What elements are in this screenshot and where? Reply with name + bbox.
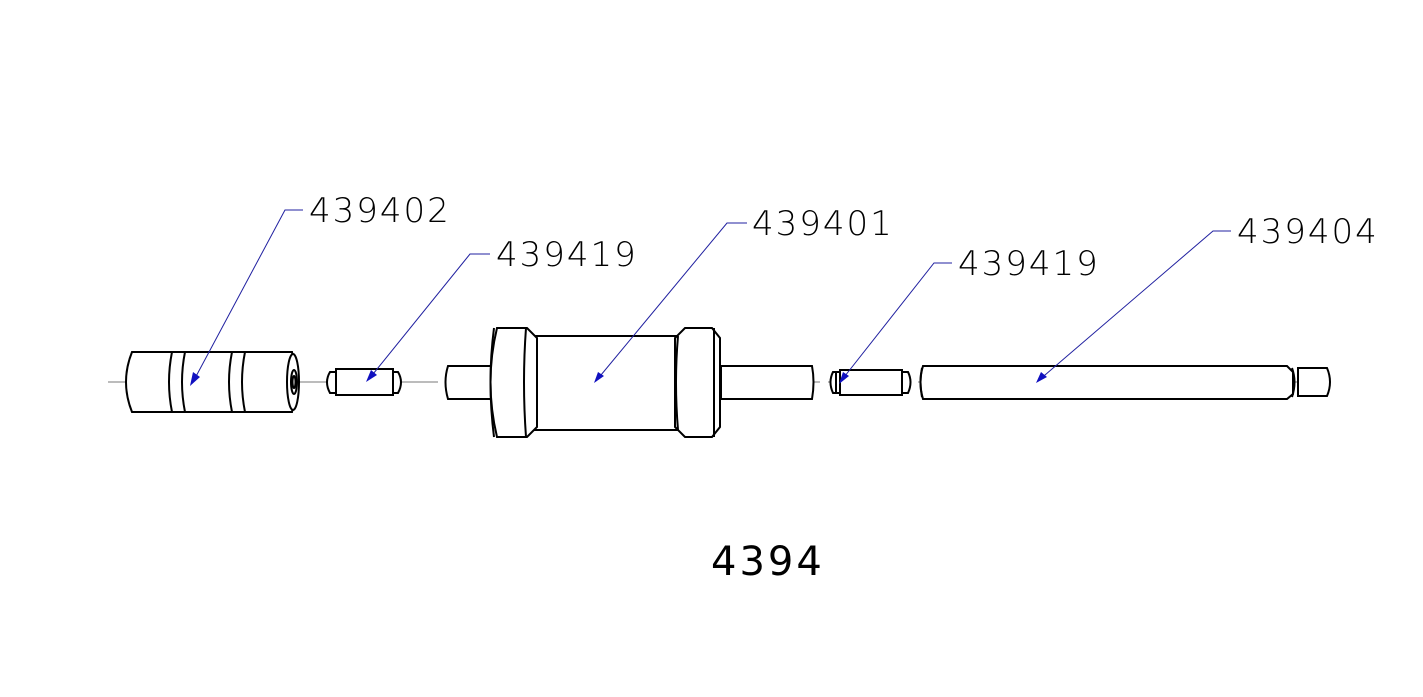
callout-439404: 439404 — [1036, 212, 1379, 383]
callout-label: 439401 — [752, 204, 894, 244]
callout-439402: 439402 — [190, 191, 451, 386]
callout-439419-left: 439419 — [366, 235, 638, 382]
assembly-number-title: 4394 — [711, 539, 825, 585]
part-439402-sleeve — [125, 351, 300, 413]
callout-label: 439402 — [309, 191, 451, 231]
callout-439419-right: 439419 — [839, 244, 1100, 384]
callout-label: 439404 — [1237, 212, 1379, 252]
part-439401-body — [444, 327, 815, 438]
callout-label: 439419 — [496, 235, 638, 275]
callout-label: 439419 — [958, 244, 1100, 284]
part-439419-pin-left — [326, 368, 402, 396]
callout-439401: 439401 — [594, 204, 894, 383]
part-439404-shaft — [919, 365, 1331, 400]
part-439419-pin-right — [829, 369, 912, 396]
